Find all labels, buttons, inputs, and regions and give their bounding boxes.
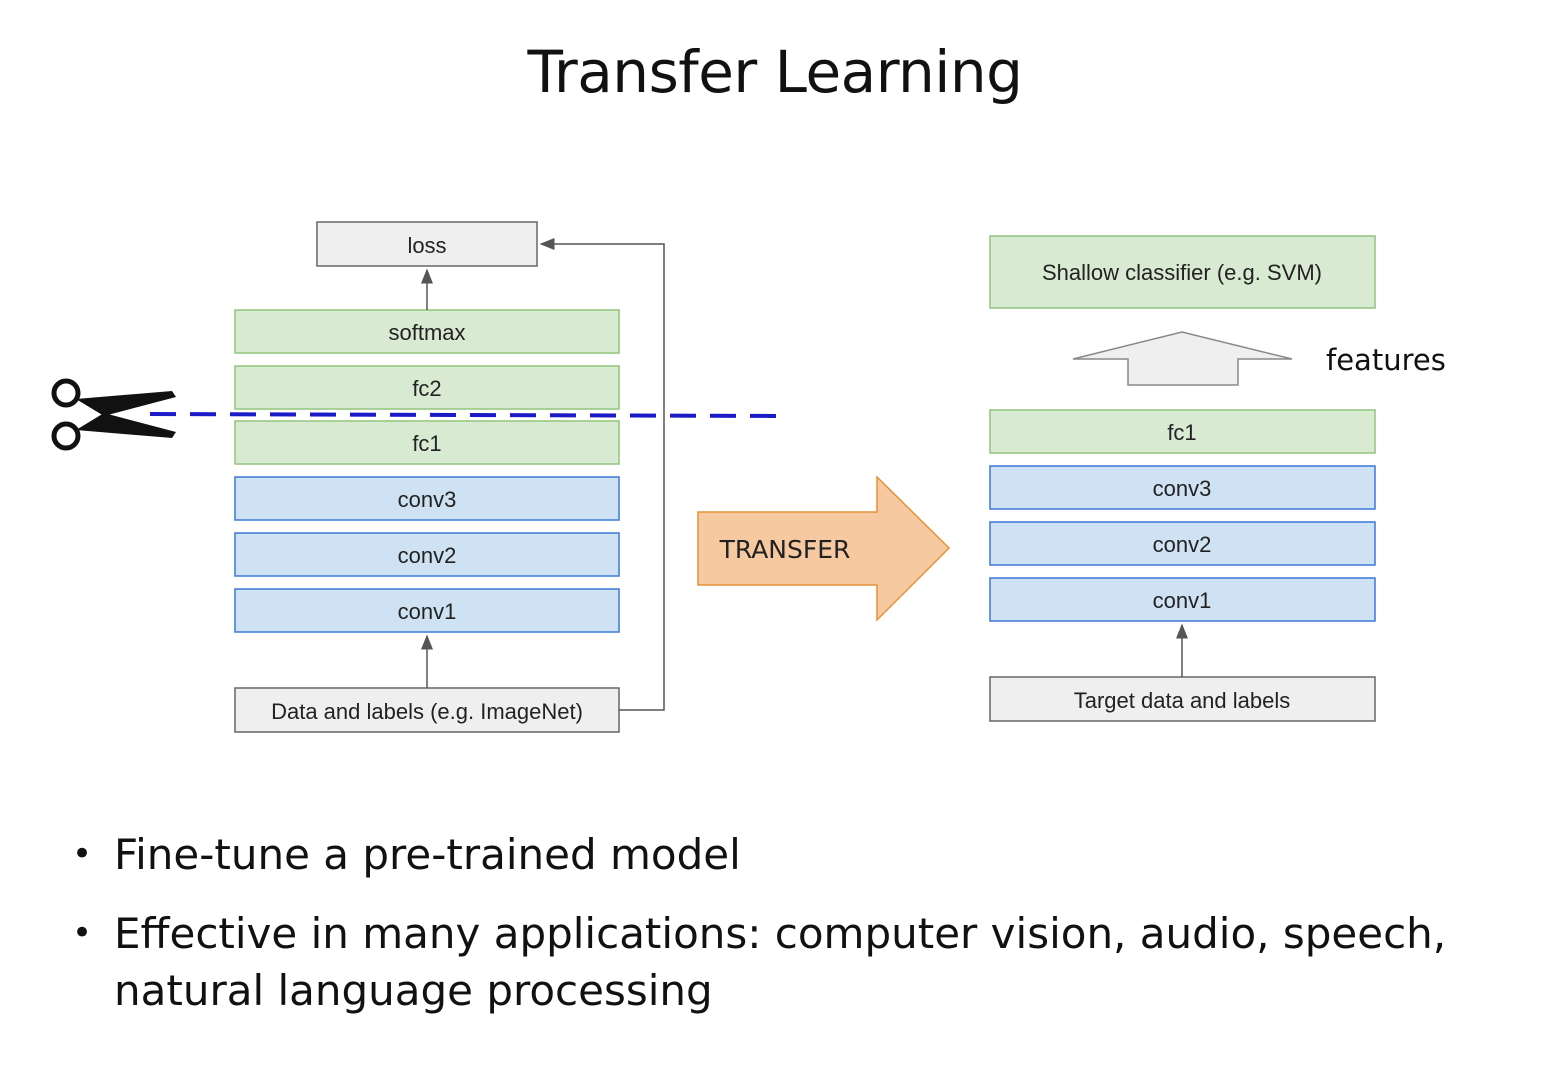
right-classifier-box: Shallow classifier (e.g. SVM) [989,235,1376,309]
right-conv2-box: conv2 [989,521,1376,566]
left-loss-box: loss [316,221,538,267]
left-loss-label: loss [407,233,446,258]
features-label: features [1326,343,1446,377]
right-conv3-label: conv3 [1153,476,1212,501]
bullet-dot: • [72,834,93,874]
left-conv3-box: conv3 [234,476,620,521]
left-network-stack: loss softmax fc2 fc1 conv3 conv2 conv1 [234,221,665,733]
left-fc2-label: fc2 [412,376,441,401]
left-softmax-box: softmax [234,309,620,354]
bullet-dot: • [72,913,93,953]
slide-title: Transfer Learning [527,38,1023,106]
right-conv3-box: conv3 [989,465,1376,510]
labels-to-loss-arrow [539,238,665,711]
right-fc1-box: fc1 [989,409,1376,454]
left-conv3-label: conv3 [398,487,457,512]
right-conv1-box: conv1 [989,577,1376,622]
right-network-stack: Shallow classifier (e.g. SVM) features f… [989,235,1446,722]
left-conv2-label: conv2 [398,543,457,568]
right-conv1-label: conv1 [1153,588,1212,613]
cut-line [149,412,791,418]
left-fc2-box: fc2 [234,365,620,410]
left-data-box: Data and labels (e.g. ImageNet) [234,687,620,733]
scissors-icon [51,378,176,451]
left-fc1-box: fc1 [234,420,620,465]
bullet-item: • Effective in many applications: comput… [70,905,1510,1019]
bullet-text: Fine-tune a pre-trained model [114,830,741,879]
transfer-arrow: TRANSFER [697,475,951,622]
right-conv2-label: conv2 [1153,532,1212,557]
left-conv2-box: conv2 [234,532,620,577]
right-classifier-label: Shallow classifier (e.g. SVM) [1042,260,1322,285]
left-softmax-label: softmax [388,320,465,345]
left-fc1-label: fc1 [412,431,441,456]
left-conv1-box: conv1 [234,588,620,633]
bullet-text: Effective in many applications: computer… [114,909,1447,1015]
left-data-label: Data and labels (e.g. ImageNet) [271,699,583,724]
right-data-label: Target data and labels [1074,688,1291,713]
transfer-label: TRANSFER [719,535,851,564]
bullet-list: • Fine-tune a pre-trained model • Effect… [70,826,1510,1041]
right-data-box: Target data and labels [989,676,1376,722]
right-fc1-label: fc1 [1167,420,1196,445]
features-arrow [1072,331,1293,386]
left-conv1-label: conv1 [398,599,457,624]
bullet-item: • Fine-tune a pre-trained model [70,826,1510,883]
